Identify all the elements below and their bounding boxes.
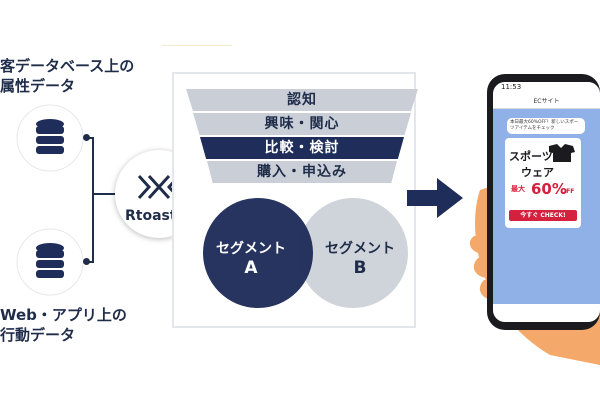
source-label-line: 客データベース上の [0, 57, 135, 75]
connector-line [92, 193, 116, 195]
connector-line [92, 137, 94, 263]
status-bar: 11:53 [493, 82, 600, 94]
segment-b-circle [298, 198, 408, 308]
ad-card[interactable]: スポーツ ウェア 最大 60% OFF 今すぐ CHECK! [505, 138, 581, 228]
source-label-line: 属性データ [0, 77, 76, 95]
ad-subtitle: ウェア [521, 166, 554, 179]
chat-header: ECサイト [493, 94, 600, 109]
funnel-stage: 購入・申込み [207, 161, 397, 183]
sportswear-icon [549, 144, 575, 162]
source-label-line: 行動データ [0, 326, 76, 344]
ad-discount-prefix: 最大 [511, 185, 525, 193]
funnel-stage: 興味・関心 [193, 113, 411, 135]
connector-dot [83, 258, 90, 265]
segment-a-letter: A [244, 258, 258, 278]
source-label-line: Web・アプリ上の [0, 306, 127, 324]
segment-a-circle [203, 198, 313, 308]
ad-discount: 60% [531, 180, 567, 198]
segment-b-letter: B [353, 258, 367, 278]
arrow-right-icon [407, 178, 463, 218]
segment-a-label: セグメント [216, 241, 286, 257]
chat-input-bar[interactable] [493, 304, 600, 322]
ad-cta-button[interactable]: 今すぐ CHECK! [509, 210, 577, 221]
phone-screen: 11:53 ECサイト 本日最大60%OFF！新しいスポーツアイテムをチェック … [493, 82, 600, 322]
ad-off: OFF [561, 188, 575, 195]
funnel-stage-highlighted: 比較・検討 [200, 137, 404, 159]
database-icon [16, 104, 84, 172]
funnel-stage: 認知 [186, 89, 418, 111]
source-label-attribute: 客データベース上の 属性データ [0, 56, 150, 96]
connector-dot [83, 134, 90, 141]
segment-b-label: セグメント [325, 241, 395, 257]
source-label-behavior: Web・アプリ上の 行動データ [0, 305, 150, 345]
database-icon [16, 228, 84, 296]
message-bubble: 本日最大60%OFF！新しいスポーツアイテムをチェック [507, 118, 585, 134]
chat-title: ECサイト [533, 98, 560, 105]
decorative-rule [162, 45, 232, 46]
status-time: 11:53 [501, 83, 522, 91]
ad-title: スポーツ [509, 150, 553, 163]
